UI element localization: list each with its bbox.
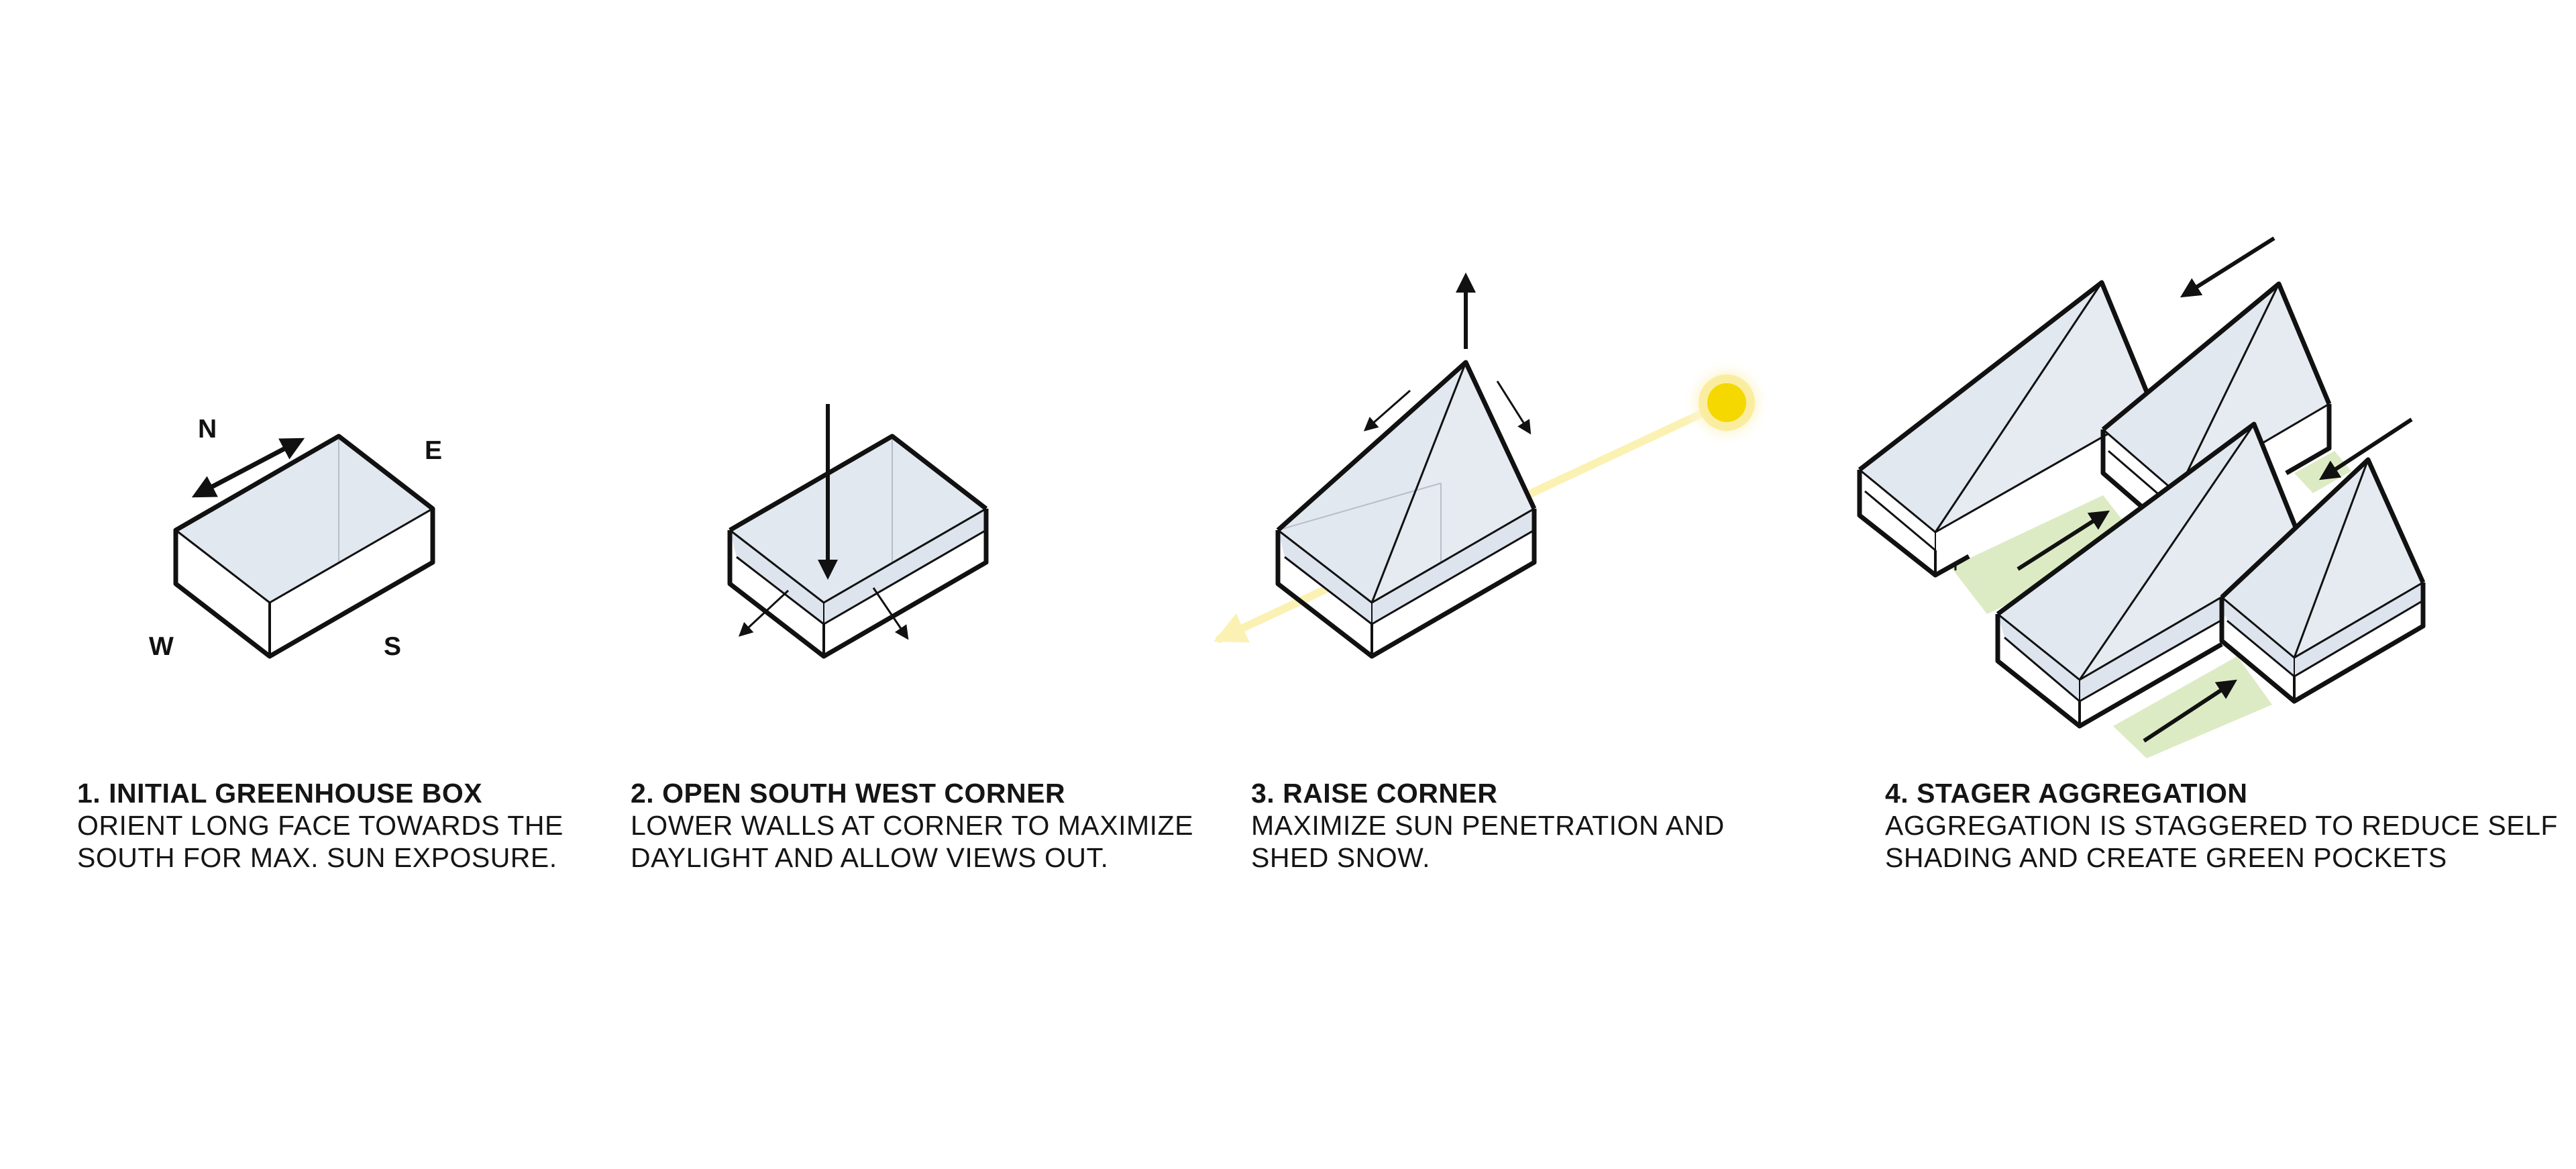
view-arrow-west (738, 589, 790, 637)
step-description: LOWER WALLS AT CORNER TO MAXIMIZE DAYLIG… (631, 810, 1193, 873)
step-1-caption: 1. INITIAL GREENHOUSE BOX ORIENT LONG FA… (77, 777, 564, 874)
compass-west: W (149, 632, 174, 661)
greenhouse-front-right (2219, 457, 2426, 704)
compass-south: S (384, 632, 401, 661)
step-description: AGGREGATION IS STAGGERED TO REDUCE SELF … (1885, 810, 2558, 873)
step-title: 2. OPEN SOUTH WEST CORNER (631, 778, 1066, 809)
step-description: MAXIMIZE SUN PENETRATION AND SHED SNOW. (1251, 810, 1725, 873)
orientation-arrow (191, 438, 305, 498)
step-4-caption: 4. STAGER AGGREGATION AGGREGATION IS STA… (1885, 777, 2558, 874)
sun-icon (1682, 358, 1771, 447)
wind-arrow (2318, 417, 2413, 480)
step-title: 1. INITIAL GREENHOUSE BOX (77, 778, 483, 809)
step-3-caption: 3. RAISE CORNER MAXIMIZE SUN PENETRATION… (1251, 777, 1725, 874)
step-title: 3. RAISE CORNER (1251, 778, 1498, 809)
step-3-box (1275, 360, 1537, 659)
step-2-box (727, 434, 989, 659)
step-title: 4. STAGER AGGREGATION (1885, 778, 2248, 809)
box-glass-top (176, 436, 433, 603)
greenhouse-back-left (1857, 280, 2156, 578)
compass-east: E (425, 436, 442, 465)
wind-arrow (2180, 236, 2275, 298)
step-1-box (173, 434, 435, 659)
green-pocket-arrow (2143, 679, 2238, 743)
compass-labels: N E W S (149, 415, 442, 661)
roof-slope-arrow-right (1496, 380, 1532, 435)
step-description: ORIENT LONG FACE TOWARDS THE SOUTH FOR M… (77, 810, 564, 873)
box-glass-top (730, 436, 986, 603)
roof-left-face (1278, 362, 1466, 603)
green-pocket-arrow (2017, 510, 2110, 571)
roof-slope-arrow-left (1363, 389, 1411, 431)
greenhouse-front-left (1995, 421, 2307, 729)
step-2-caption: 2. OPEN SOUTH WEST CORNER LOWER WALLS AT… (631, 777, 1193, 874)
compass-north: N (198, 415, 217, 444)
aggregation-arrows (2017, 236, 2413, 743)
view-arrow-south (872, 587, 909, 640)
